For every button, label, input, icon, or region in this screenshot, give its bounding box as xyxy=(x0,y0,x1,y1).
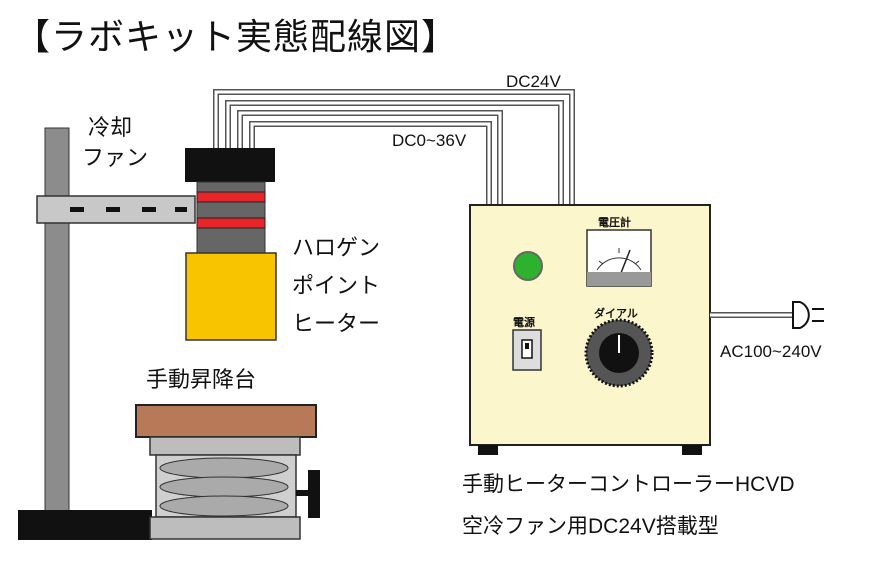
cooling-fan-label-2: ファン xyxy=(82,146,149,171)
stand-base xyxy=(18,510,152,540)
heater-label-3: ヒーター xyxy=(292,312,381,337)
cooling-fan xyxy=(185,148,275,182)
dc24v-label: DC24V xyxy=(506,72,561,91)
lift-table-label: 手動昇降台 xyxy=(146,368,257,393)
ac-input-label: AC100~240V xyxy=(720,342,822,361)
ac-plug xyxy=(792,301,810,329)
caption-line-1: 手動ヒーターコントローラーHCVD xyxy=(462,473,795,496)
cooling-fan-label-1: 冷却 xyxy=(88,116,133,141)
power-lamp xyxy=(513,251,543,281)
caption-line-2: 空冷ファン用DC24V搭載型 xyxy=(462,515,719,538)
red-band-bottom xyxy=(196,217,266,229)
red-band-top xyxy=(196,191,266,203)
dial-label: ダイアル xyxy=(594,307,638,320)
lift-knob xyxy=(308,470,320,518)
heater-label-2: ポイント xyxy=(292,274,381,299)
diagram-title: 【ラボキット実態配線図】 xyxy=(14,17,459,58)
heater-assembly xyxy=(185,148,277,341)
power-label: 電源 xyxy=(513,316,535,329)
controller xyxy=(469,204,824,455)
dc036v-label: DC0~36V xyxy=(392,131,467,150)
lift-table xyxy=(135,404,320,540)
heater-label-1: ハロゲン xyxy=(292,236,381,261)
voltmeter-label: 電圧計 xyxy=(598,216,631,229)
halogen-heater xyxy=(185,252,277,341)
lift-top xyxy=(135,404,317,438)
stand-pole xyxy=(44,127,70,513)
wires xyxy=(213,89,575,205)
